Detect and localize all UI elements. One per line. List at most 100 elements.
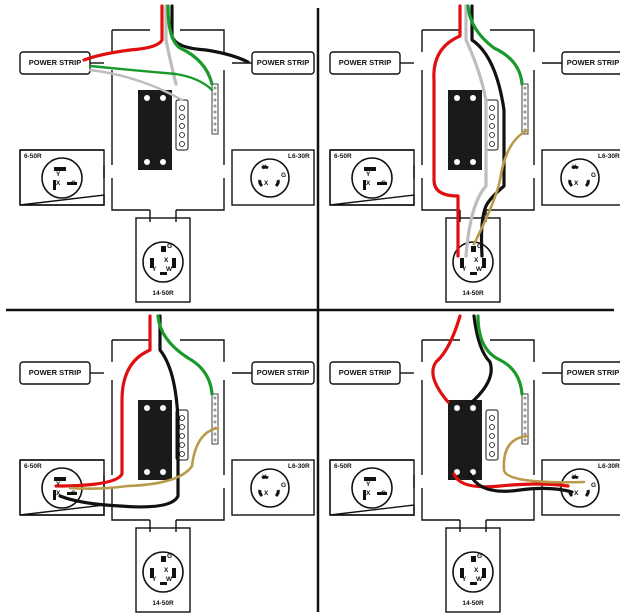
receptacle-650-slot-top xyxy=(364,477,376,481)
receptacle-l630-slot-3 xyxy=(584,489,590,498)
receptacle-box-l630 xyxy=(541,149,620,206)
pin-label-650-x: X xyxy=(56,490,61,497)
receptacle-1450-slot-w xyxy=(470,272,477,275)
receptacle-650-slot-top xyxy=(54,477,66,481)
pin-label-l630-g: G xyxy=(281,172,287,179)
wire-red xyxy=(54,314,152,488)
ground-bar-screw xyxy=(523,438,527,442)
pin-label-l630-g: G xyxy=(281,482,287,489)
receptacle-box-650-frame xyxy=(329,459,415,516)
neutral-bar-screw xyxy=(179,105,185,111)
ground-bar-screw xyxy=(213,92,217,96)
pin-label-l630-x: X xyxy=(574,180,579,187)
ground-bar-screw xyxy=(523,98,527,102)
receptacle-label-1450: 14-50R xyxy=(152,600,174,607)
breaker-terminal-1 xyxy=(160,95,166,101)
pin-label-650-x: X xyxy=(366,490,371,497)
neutral-bar-screw xyxy=(179,123,185,129)
breaker-terminal-2 xyxy=(144,159,150,165)
panel-bottom-left xyxy=(19,314,315,613)
receptacle-1450-slot-w xyxy=(160,272,167,275)
wire-green xyxy=(476,314,524,396)
wire-green-2 xyxy=(88,64,214,92)
pin-label-l630-g: G xyxy=(591,482,597,489)
wire-white-2 xyxy=(88,68,184,102)
neutral-bar-screw xyxy=(489,114,495,120)
ground-bar-screw xyxy=(213,420,217,424)
ground-bar-screw xyxy=(523,396,527,400)
ground-bar-screw xyxy=(213,116,217,120)
receptacle-650-slot-top xyxy=(54,167,66,171)
neutral-bar-screw xyxy=(489,132,495,138)
ground-bar-screw xyxy=(213,432,217,436)
ground-bar-screw xyxy=(523,420,527,424)
neutral-bar-screw xyxy=(489,141,495,147)
receptacle-l630-slot-1 xyxy=(261,475,269,480)
power-strip-label-left: POWER STRIP xyxy=(28,58,82,67)
pin-label-1450-w: W xyxy=(476,576,483,583)
neutral-bar-screw xyxy=(489,123,495,129)
pin-label-1450-x: X xyxy=(164,257,169,264)
ground-bar-screw xyxy=(523,408,527,412)
pin-label-1450-w: W xyxy=(476,266,483,273)
neutral-bar-screw xyxy=(489,415,495,421)
receptacle-l630-slot-3 xyxy=(274,179,280,188)
ground-bar xyxy=(521,393,529,445)
receptacle-box-l630 xyxy=(231,459,315,516)
breaker-terminal-2 xyxy=(144,469,150,475)
pin-label-l630-g: G xyxy=(591,172,597,179)
breaker-terminal-1 xyxy=(470,405,476,411)
wire-black xyxy=(170,4,250,64)
pin-label-650-g: G xyxy=(71,490,77,497)
ground-bar-screw xyxy=(523,414,527,418)
receptacle-l630-slot-1 xyxy=(571,475,579,480)
neutral-bar-screw xyxy=(179,114,185,120)
receptacle-1450-slot-y xyxy=(150,258,154,268)
ground-bar-screw xyxy=(213,104,217,108)
main-enclosure xyxy=(421,29,535,211)
neutral-bar-screw xyxy=(489,442,495,448)
receptacle-label-l630: L6-30R xyxy=(598,463,620,470)
breaker-body xyxy=(138,90,172,170)
receptacle-1450-slot-y xyxy=(150,568,154,578)
receptacle-l630-slot-1 xyxy=(571,165,579,170)
pin-label-l630-x: X xyxy=(574,490,579,497)
pin-label-1450-g: G xyxy=(477,243,483,250)
pin-label-650-x: X xyxy=(56,180,61,187)
pin-label-650-y: Y xyxy=(56,481,61,488)
receptacle-1450-slot-g xyxy=(471,556,476,562)
receptacle-label-650: 6-50R xyxy=(24,463,42,470)
wire-red xyxy=(82,4,164,62)
pin-label-650-g: G xyxy=(381,490,387,497)
pin-label-l630-y: Y xyxy=(572,164,577,171)
pin-label-1450-x: X xyxy=(474,567,479,574)
receptacle-1450-face xyxy=(142,551,184,593)
neutral-bar-screw xyxy=(489,105,495,111)
pin-label-1450-x: X xyxy=(474,257,479,264)
receptacle-l630-face xyxy=(560,468,600,508)
pin-label-650-x: X xyxy=(366,180,371,187)
power-strip-label-right: POWER STRIP xyxy=(566,58,620,67)
receptacle-l630-slot-2 xyxy=(258,179,264,188)
neutral-bar-screw xyxy=(179,141,185,147)
receptacle-l630-slot-2 xyxy=(568,179,574,188)
ground-bar xyxy=(211,83,219,135)
pin-label-1450-g: G xyxy=(167,553,173,560)
ground-bar-screw xyxy=(213,396,217,400)
receptacle-650-slot-left xyxy=(363,180,366,190)
pin-label-650-g: G xyxy=(71,180,77,187)
receptacle-1450-slot-w xyxy=(160,582,167,585)
receptacle-1450-slot-w xyxy=(470,582,477,585)
receptacle-box-650-frame xyxy=(329,149,415,206)
pin-label-1450-y: Y xyxy=(462,266,467,273)
breaker-terminal-3 xyxy=(160,159,166,165)
receptacle-l630-slot-1 xyxy=(261,165,269,170)
wire-white xyxy=(164,4,178,86)
receptacle-1450-slot-g xyxy=(161,556,166,562)
pin-label-650-g: G xyxy=(381,180,387,187)
panel-top-right xyxy=(329,4,620,303)
ground-bar-screw xyxy=(523,92,527,96)
receptacle-l630-face xyxy=(250,468,290,508)
